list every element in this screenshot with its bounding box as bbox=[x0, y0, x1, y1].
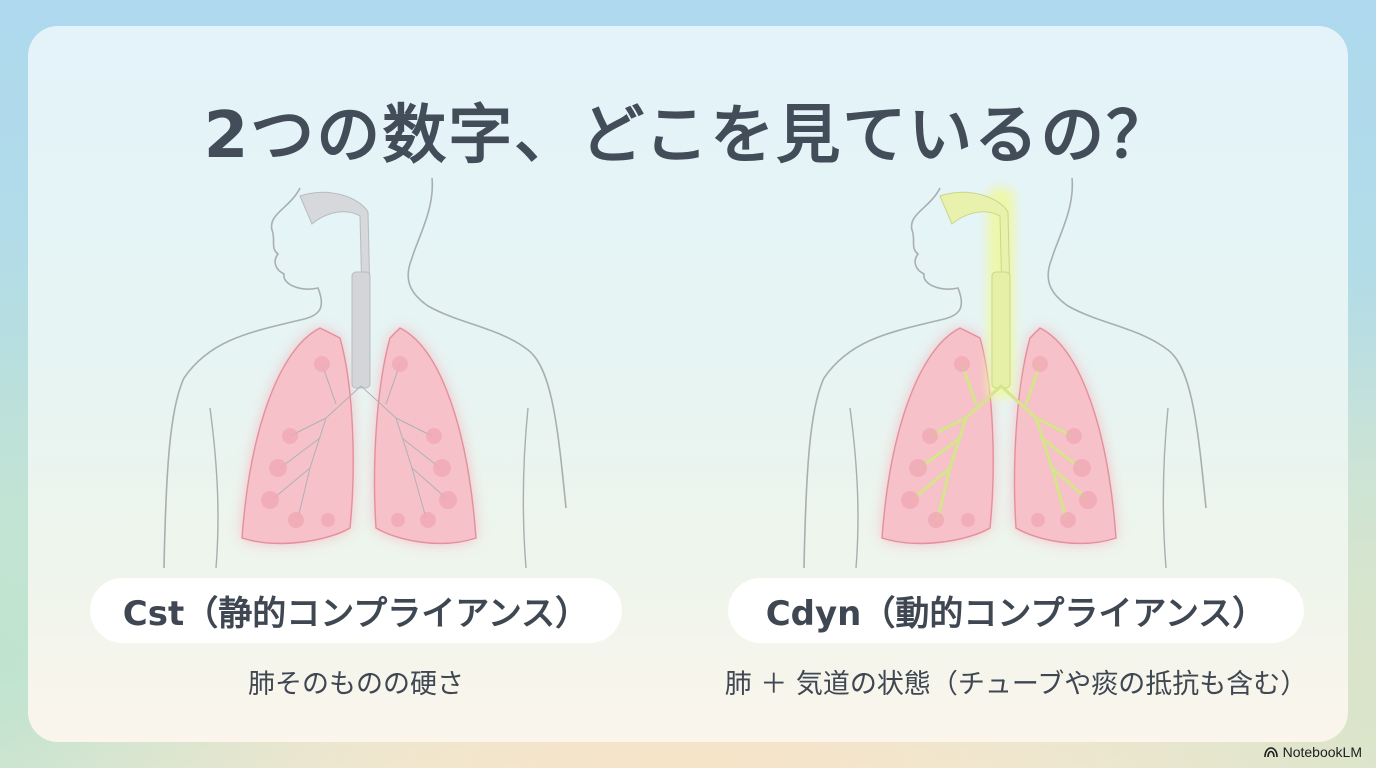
cst-label-pill: Cst（静的コンプライアンス） bbox=[90, 578, 622, 643]
notebooklm-logo-icon bbox=[1263, 747, 1278, 758]
lungs-with-airway-highlight-icon bbox=[803, 177, 1207, 569]
cst-lungs-illustration bbox=[150, 168, 590, 569]
cdyn-lungs-illustration bbox=[790, 168, 1230, 569]
cst-description: 肺そのものの硬さ bbox=[248, 669, 464, 700]
slide-card: 2つの数字、どこを見ているの？ bbox=[28, 26, 1348, 742]
slide-title: 2つの数字、どこを見ているの？ bbox=[203, 99, 1173, 173]
cdyn-label-pill: Cdyn（動的コンプライアンス） bbox=[728, 578, 1304, 643]
notebooklm-label: NotebookLM bbox=[1282, 744, 1362, 760]
lungs-respiratory-system-icon bbox=[163, 177, 567, 569]
cdyn-description: 肺 ＋ 気道の状態（チューブや痰の抵抗も含む） bbox=[724, 669, 1308, 700]
notebooklm-branding: NotebookLM bbox=[1263, 744, 1362, 760]
